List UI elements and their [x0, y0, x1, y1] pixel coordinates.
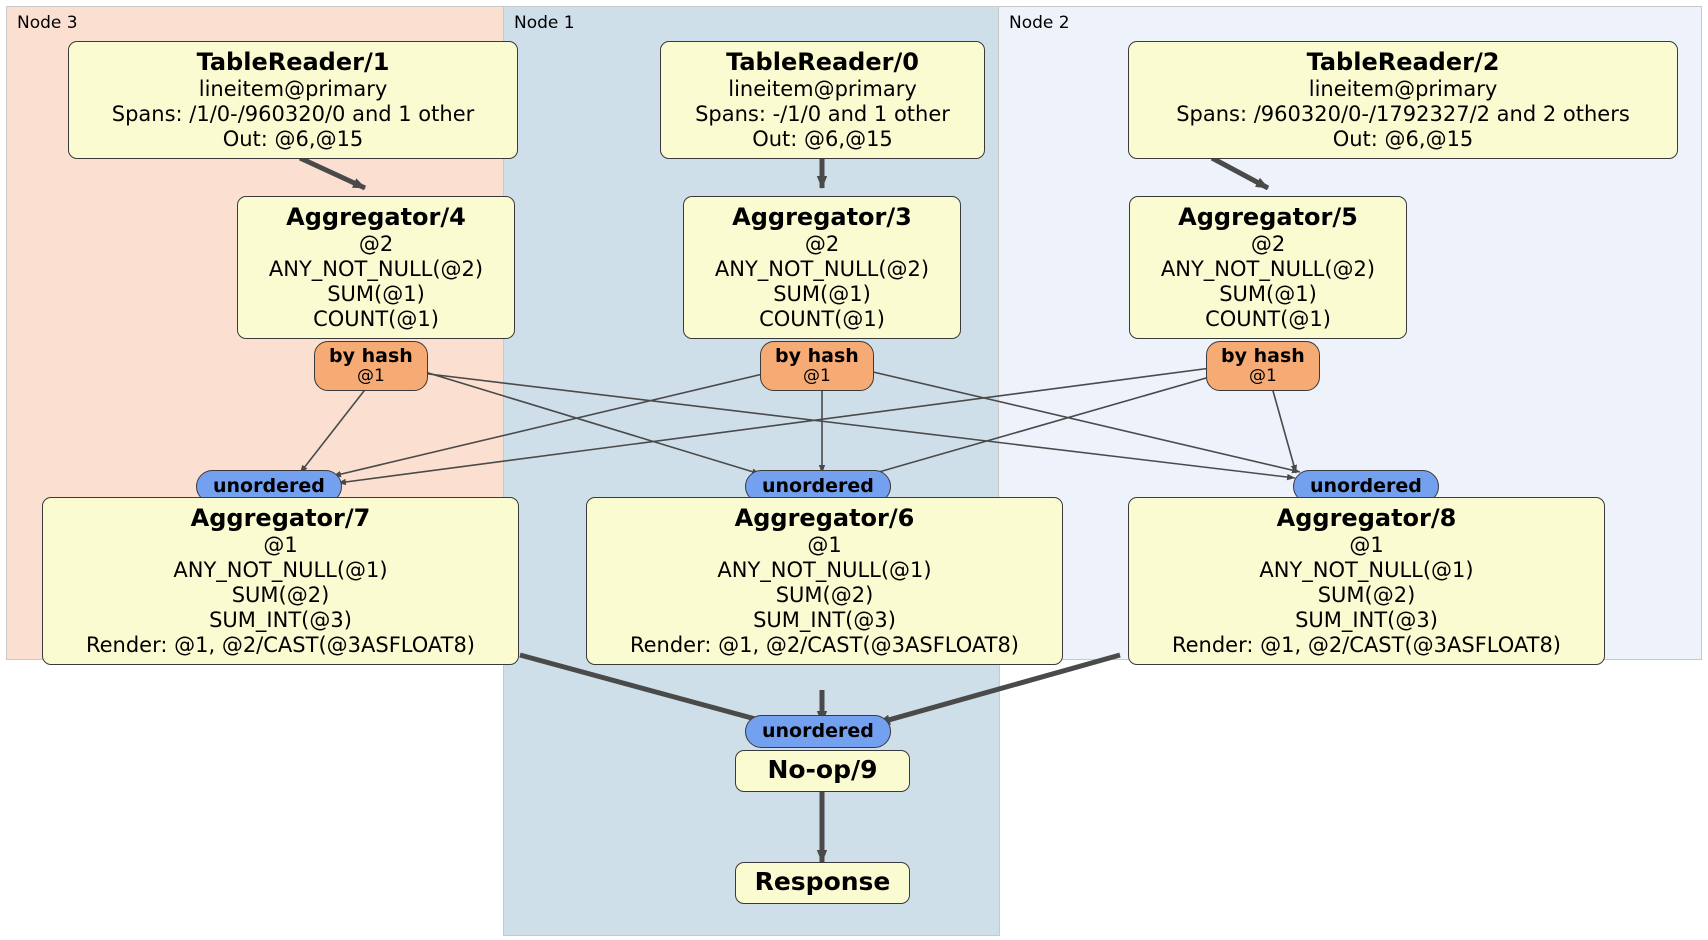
node-table-reader-1[interactable]: TableReader/1 lineitem@primary Spans: /1…: [68, 41, 518, 159]
badge-label: by hash: [329, 345, 413, 367]
node-detail-line: Spans: -/1/0 and 1 other: [695, 102, 950, 126]
node-detail-line: SUM_INT(@3): [753, 608, 896, 632]
node-aggregator-4[interactable]: Aggregator/4 @2 ANY_NOT_NULL(@2) SUM(@1)…: [237, 196, 515, 339]
node-detail-line: ANY_NOT_NULL(@2): [714, 257, 930, 281]
badge-by-hash-right[interactable]: by hash @1: [1206, 341, 1320, 391]
node-title: TableReader/1: [196, 48, 390, 76]
node-detail-line: COUNT(@1): [759, 307, 885, 331]
node-table-reader-0[interactable]: TableReader/0 lineitem@primary Spans: -/…: [660, 41, 985, 159]
node-detail-line: Render: @1, @2/CAST(@3ASFLOAT8): [85, 633, 476, 657]
node-detail-line: ANY_NOT_NULL(@2): [1160, 257, 1376, 281]
node-detail-line: Out: @6,@15: [222, 127, 364, 151]
node-title: Response: [754, 867, 891, 896]
node-detail-line: Spans: /1/0-/960320/0 and 1 other: [111, 102, 475, 126]
node-detail-line: SUM(@1): [1219, 282, 1317, 306]
node-title: Aggregator/6: [734, 504, 915, 532]
node-no-op-9[interactable]: No-op/9: [735, 750, 910, 792]
node-aggregator-7[interactable]: Aggregator/7 @1 ANY_NOT_NULL(@1) SUM(@2)…: [42, 497, 519, 665]
node-aggregator-6[interactable]: Aggregator/6 @1 ANY_NOT_NULL(@1) SUM(@2)…: [586, 497, 1063, 665]
badge-sublabel: @1: [356, 366, 385, 386]
node-title: Aggregator/4: [286, 203, 466, 231]
node-detail-line: lineitem@primary: [1308, 77, 1498, 101]
node-detail-line: SUM_INT(@3): [209, 608, 352, 632]
badge-label: unordered: [1310, 475, 1422, 497]
node-panel-label-node1: Node 1: [514, 13, 575, 33]
badge-unordered-final[interactable]: unordered: [745, 715, 891, 748]
node-detail-line: lineitem@primary: [198, 77, 388, 101]
node-title: Aggregator/7: [190, 504, 371, 532]
badge-label: unordered: [762, 475, 874, 497]
node-title: TableReader/2: [1306, 48, 1500, 76]
node-detail-line: Out: @6,@15: [752, 127, 893, 151]
node-detail-line: ANY_NOT_NULL(@2): [268, 257, 484, 281]
badge-label: by hash: [775, 345, 859, 367]
node-detail-line: SUM(@2): [1317, 583, 1416, 607]
node-detail-line: ANY_NOT_NULL(@1): [1259, 558, 1474, 582]
node-detail-line: Out: @6,@15: [1332, 127, 1474, 151]
node-table-reader-2[interactable]: TableReader/2 lineitem@primary Spans: /9…: [1128, 41, 1678, 159]
node-detail-line: SUM(@2): [231, 583, 330, 607]
node-panel-label-node2: Node 2: [1009, 13, 1070, 33]
node-detail-line: ANY_NOT_NULL(@1): [717, 558, 932, 582]
node-title: Aggregator/3: [732, 203, 912, 231]
badge-label: unordered: [213, 475, 325, 497]
node-title: TableReader/0: [726, 48, 919, 76]
node-detail-line: Render: @1, @2/CAST(@3ASFLOAT8): [629, 633, 1020, 657]
badge-label: by hash: [1221, 345, 1305, 367]
node-detail-line: SUM(@1): [327, 282, 425, 306]
node-aggregator-3[interactable]: Aggregator/3 @2 ANY_NOT_NULL(@2) SUM(@1)…: [683, 196, 961, 339]
node-detail-line: @1: [807, 533, 842, 557]
node-detail-line: Render: @1, @2/CAST(@3ASFLOAT8): [1171, 633, 1562, 657]
node-detail-line: COUNT(@1): [313, 307, 439, 331]
badge-sublabel: @1: [1248, 366, 1277, 386]
badge-sublabel: @1: [802, 366, 831, 386]
node-panel-label-node3: Node 3: [17, 13, 78, 33]
badge-by-hash-left[interactable]: by hash @1: [314, 341, 428, 391]
node-detail-line: Spans: /960320/0-/1792327/2 and 2 others: [1176, 102, 1630, 126]
badge-label: unordered: [762, 720, 874, 742]
node-detail-line: lineitem@primary: [728, 77, 917, 101]
node-detail-line: @2: [1250, 232, 1286, 256]
node-aggregator-8[interactable]: Aggregator/8 @1 ANY_NOT_NULL(@1) SUM(@2)…: [1128, 497, 1605, 665]
node-detail-line: COUNT(@1): [1205, 307, 1331, 331]
node-detail-line: @2: [804, 232, 840, 256]
node-detail-line: SUM_INT(@3): [1295, 608, 1438, 632]
node-detail-line: SUM(@2): [775, 583, 874, 607]
node-title: Aggregator/5: [1178, 203, 1358, 231]
node-title: No-op/9: [767, 755, 878, 784]
node-detail-line: ANY_NOT_NULL(@1): [173, 558, 388, 582]
node-detail-line: SUM(@1): [773, 282, 871, 306]
node-detail-line: @2: [358, 232, 394, 256]
node-title: Aggregator/8: [1276, 504, 1457, 532]
node-detail-line: @1: [263, 533, 298, 557]
node-aggregator-5[interactable]: Aggregator/5 @2 ANY_NOT_NULL(@2) SUM(@1)…: [1129, 196, 1407, 339]
node-detail-line: @1: [1349, 533, 1384, 557]
node-response[interactable]: Response: [735, 862, 910, 904]
badge-by-hash-mid[interactable]: by hash @1: [760, 341, 874, 391]
